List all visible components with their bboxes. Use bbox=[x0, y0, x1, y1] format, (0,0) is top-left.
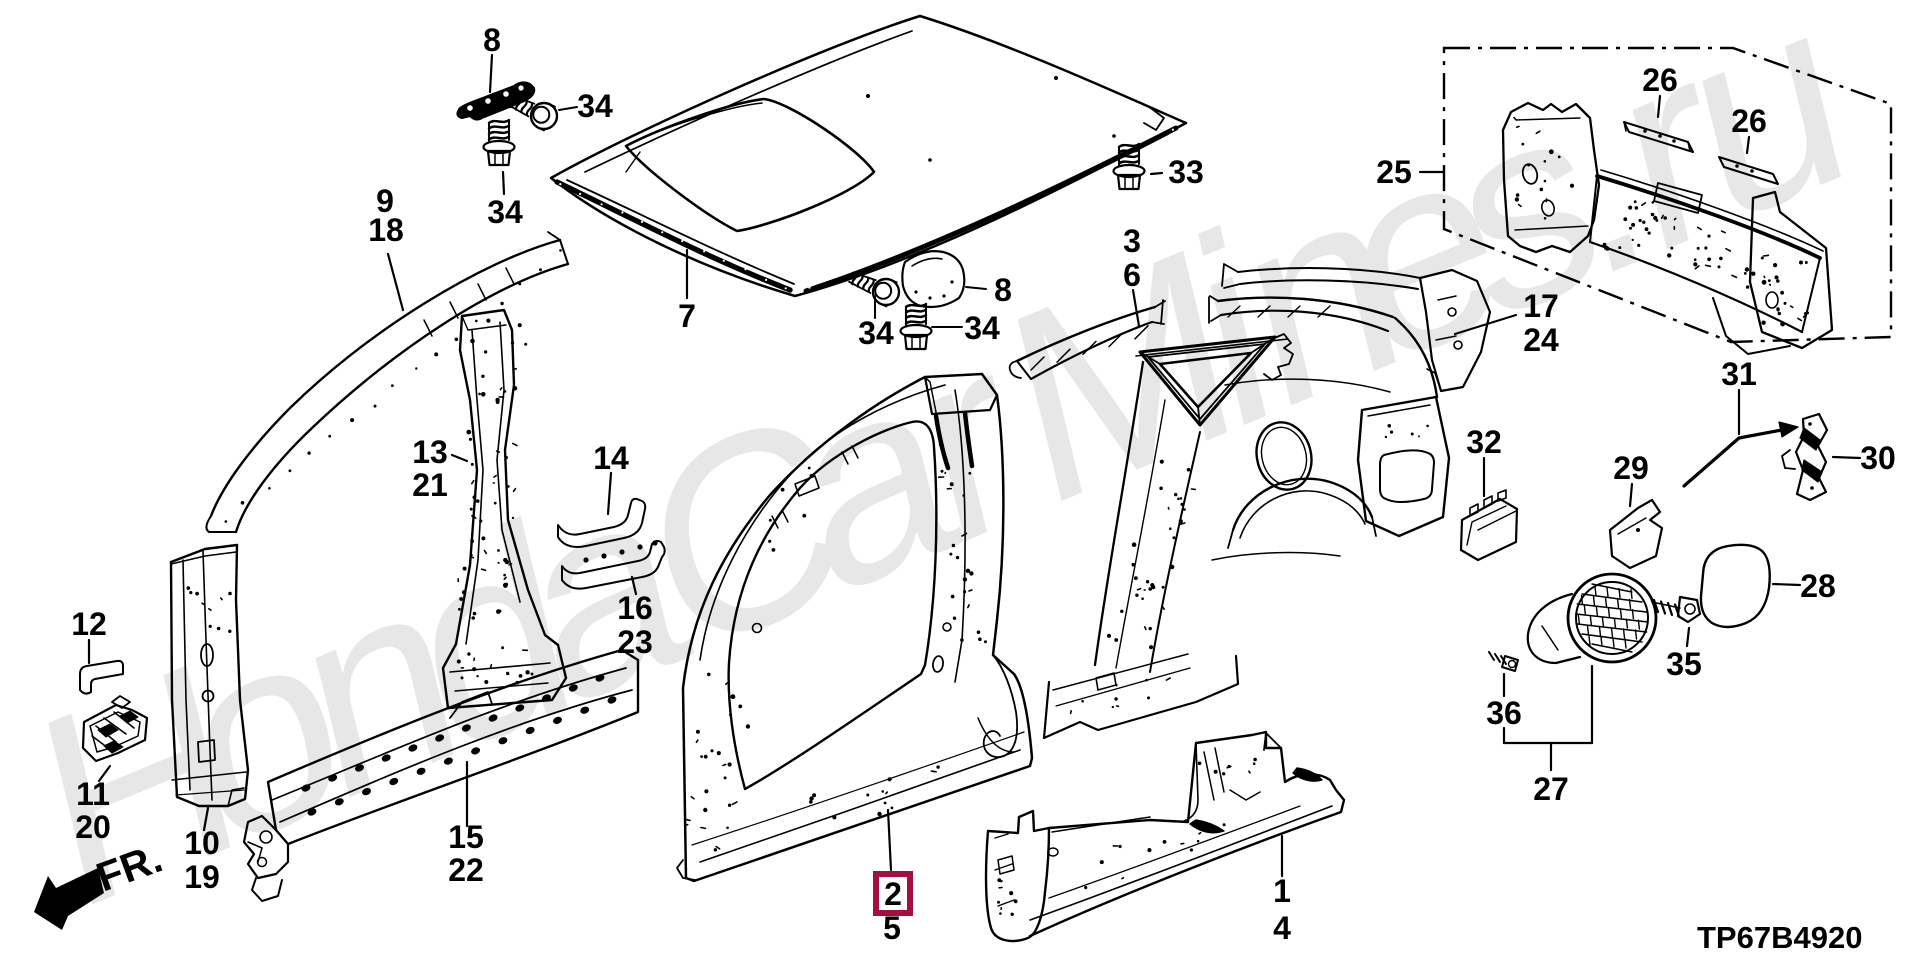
svg-text:2: 2 bbox=[884, 876, 902, 912]
svg-text:26: 26 bbox=[1731, 103, 1767, 139]
svg-text:28: 28 bbox=[1800, 568, 1836, 604]
svg-text:23: 23 bbox=[617, 624, 653, 660]
svg-text:11: 11 bbox=[76, 776, 110, 812]
svg-text:8: 8 bbox=[994, 272, 1012, 308]
svg-text:17: 17 bbox=[1523, 288, 1559, 324]
svg-text:34: 34 bbox=[487, 194, 523, 230]
svg-text:8: 8 bbox=[483, 22, 501, 58]
svg-text:26: 26 bbox=[1642, 62, 1678, 98]
svg-text:33: 33 bbox=[1168, 154, 1204, 190]
svg-text:34: 34 bbox=[964, 310, 1000, 346]
svg-text:35: 35 bbox=[1666, 646, 1702, 682]
svg-text:34: 34 bbox=[858, 315, 894, 351]
svg-text:21: 21 bbox=[412, 467, 448, 503]
svg-text:9: 9 bbox=[376, 183, 394, 219]
svg-text:25: 25 bbox=[1376, 154, 1412, 190]
svg-text:36: 36 bbox=[1486, 695, 1522, 731]
svg-text:27: 27 bbox=[1533, 771, 1569, 807]
svg-text:30: 30 bbox=[1860, 440, 1896, 476]
svg-text:20: 20 bbox=[75, 809, 111, 845]
svg-text:24: 24 bbox=[1523, 322, 1559, 358]
svg-text:14: 14 bbox=[593, 440, 629, 476]
svg-text:1: 1 bbox=[1273, 873, 1291, 909]
svg-text:29: 29 bbox=[1613, 450, 1649, 486]
svg-text:15: 15 bbox=[448, 819, 484, 855]
svg-text:7: 7 bbox=[678, 298, 696, 334]
svg-text:4: 4 bbox=[1273, 910, 1291, 946]
svg-text:3: 3 bbox=[1123, 223, 1141, 259]
svg-text:5: 5 bbox=[883, 910, 901, 946]
svg-text:22: 22 bbox=[448, 852, 484, 888]
svg-text:6: 6 bbox=[1123, 257, 1141, 293]
svg-text:32: 32 bbox=[1466, 424, 1502, 460]
svg-text:TP67B4920: TP67B4920 bbox=[1697, 920, 1862, 955]
svg-text:34: 34 bbox=[577, 88, 613, 124]
svg-text:18: 18 bbox=[368, 212, 404, 248]
svg-text:10: 10 bbox=[184, 825, 220, 861]
svg-text:12: 12 bbox=[71, 606, 107, 642]
svg-text:16: 16 bbox=[617, 590, 653, 626]
svg-text:31: 31 bbox=[1721, 356, 1757, 392]
svg-text:13: 13 bbox=[412, 434, 448, 470]
svg-text:19: 19 bbox=[184, 859, 220, 895]
